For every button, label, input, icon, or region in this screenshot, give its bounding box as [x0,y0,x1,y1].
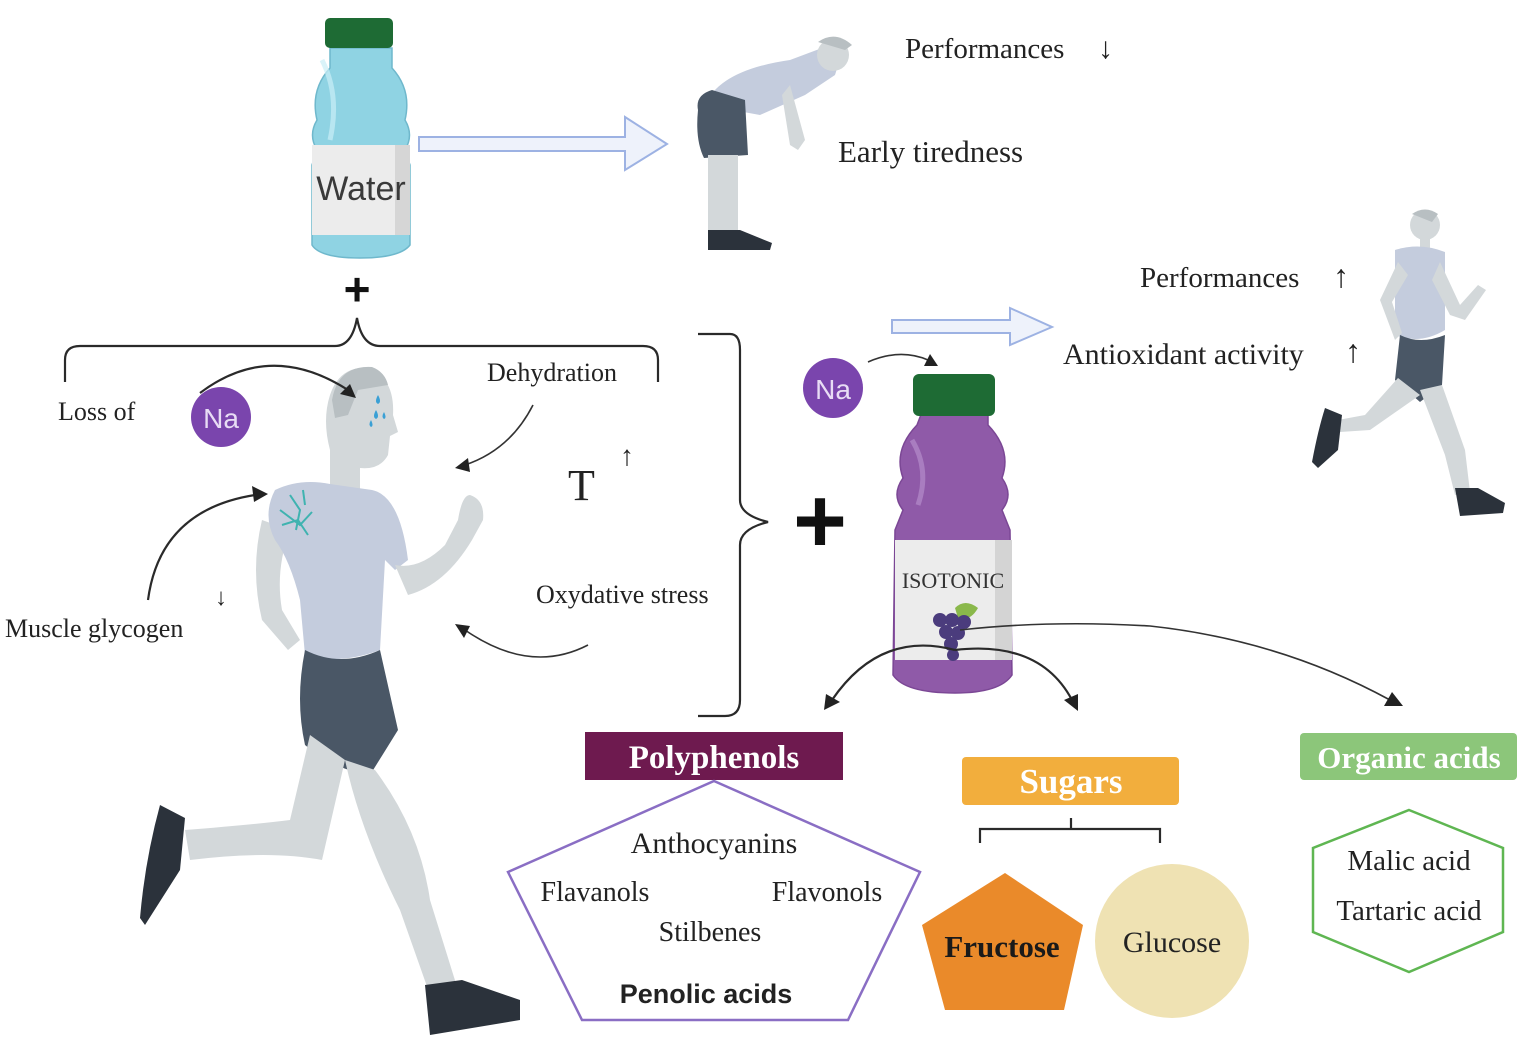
arrowhead [824,694,840,710]
performances-down-arrow-icon: ↓ [1098,32,1113,65]
oxidative-stress-label: Oxydative stress [536,580,709,609]
polyphenols-title: Polyphenols [629,740,800,776]
polyphenol-item: Stilbenes [659,917,762,948]
arrow-sodium-to-head [199,364,349,394]
glycogen-down-arrow-icon: ↓ [215,585,227,611]
arrow-to-polyphenols [831,644,956,701]
organic-acids-title: Organic acids [1317,740,1500,775]
horizontal-brace [63,317,660,382]
organic-acids-header [1300,733,1517,780]
sodium-badge-runner: Na [191,387,251,447]
early-tiredness-label: Early tiredness [838,134,1023,169]
muscle-fibres-icon [279,489,313,536]
arrowhead [455,624,470,638]
vertical-brace [698,332,769,718]
arrow-to-organic-acids [959,622,1391,701]
fructose-pentagon [922,873,1083,1010]
muscle-glycogen-label: Muscle glycogen [5,614,183,643]
water-performances-label: Performances [905,33,1064,65]
sodium-label-isotonic: Na [815,374,851,405]
sugars-group: Sugars Fructose Glucose [922,757,1249,1018]
arrow-sodium-to-isotonic [867,353,929,363]
temperature-up-arrow-icon: ↑ [620,441,634,472]
polyphenols-header [585,732,843,780]
isotonic-bottle: ISOTONIC [892,374,1013,694]
arrowhead [455,458,470,472]
glucose-circle [1095,864,1249,1018]
plus-sign-water: + [344,263,371,315]
polyphenols-group: Polyphenols Anthocyanins Flavanols Flavo… [506,732,922,1022]
water-bottle-cap [325,18,393,48]
arrowhead [340,384,356,398]
performances-up-arrow-icon: ↑ [1333,258,1349,294]
sodium-label-runner: Na [203,403,239,434]
dehydration-label: Dehydration [487,358,617,387]
polyphenol-item: Penolic acids [620,979,793,1009]
antioxidant-activity-label: Antioxidant activity [1063,338,1304,371]
fructose-label: Fructose [944,929,1059,964]
water-bottle-label: Water [316,170,405,208]
arrow-oxidative-stress [464,629,589,658]
arrowhead [1384,692,1403,706]
water-bottle: Water [311,18,411,259]
polyphenols-pentagon [506,779,922,1022]
polyphenol-item: Anthocyanins [631,827,798,860]
organic-acid-item: Tartaric acid [1336,895,1482,927]
fit-runner-figure [1312,209,1505,516]
tired-person-figure [697,36,852,250]
arrowhead [252,486,268,502]
antioxidant-up-arrow-icon: ↑ [1345,333,1361,369]
sugars-bracket [978,818,1162,843]
plus-sign-large: + [793,470,847,572]
arrowhead [924,354,938,366]
isotonic-bottle-cap [913,374,995,416]
polyphenol-item: Flavanols [541,877,650,908]
grape-icon [933,603,978,661]
isotonic-bottle-label: ISOTONIC [902,568,1004,593]
sugars-title: Sugars [1019,762,1122,801]
glucose-label: Glucose [1123,926,1221,959]
arrow-glycogen-to-muscle [146,493,256,601]
isotonic-performances-label: Performances [1140,262,1299,294]
temperature-label: T [568,461,595,510]
runner-figure [140,366,520,1035]
organic-acid-item: Malic acid [1347,845,1471,877]
outline-arrow-isotonic-to-runner [891,306,1055,347]
arrow-dehydration [464,404,534,466]
sugars-header [962,757,1179,805]
polyphenol-item: Flavonols [772,877,882,908]
arrow-to-sugars [954,647,1073,701]
outline-arrow-water-to-tired [418,115,669,172]
arrowhead [1064,694,1078,711]
sodium-badge-isotonic: Na [803,358,863,418]
organic-acids-hexagon [1311,808,1505,974]
loss-of-label: Loss of [58,397,136,426]
organic-acids-group: Organic acids Malic acid Tartaric acid [1300,733,1517,974]
